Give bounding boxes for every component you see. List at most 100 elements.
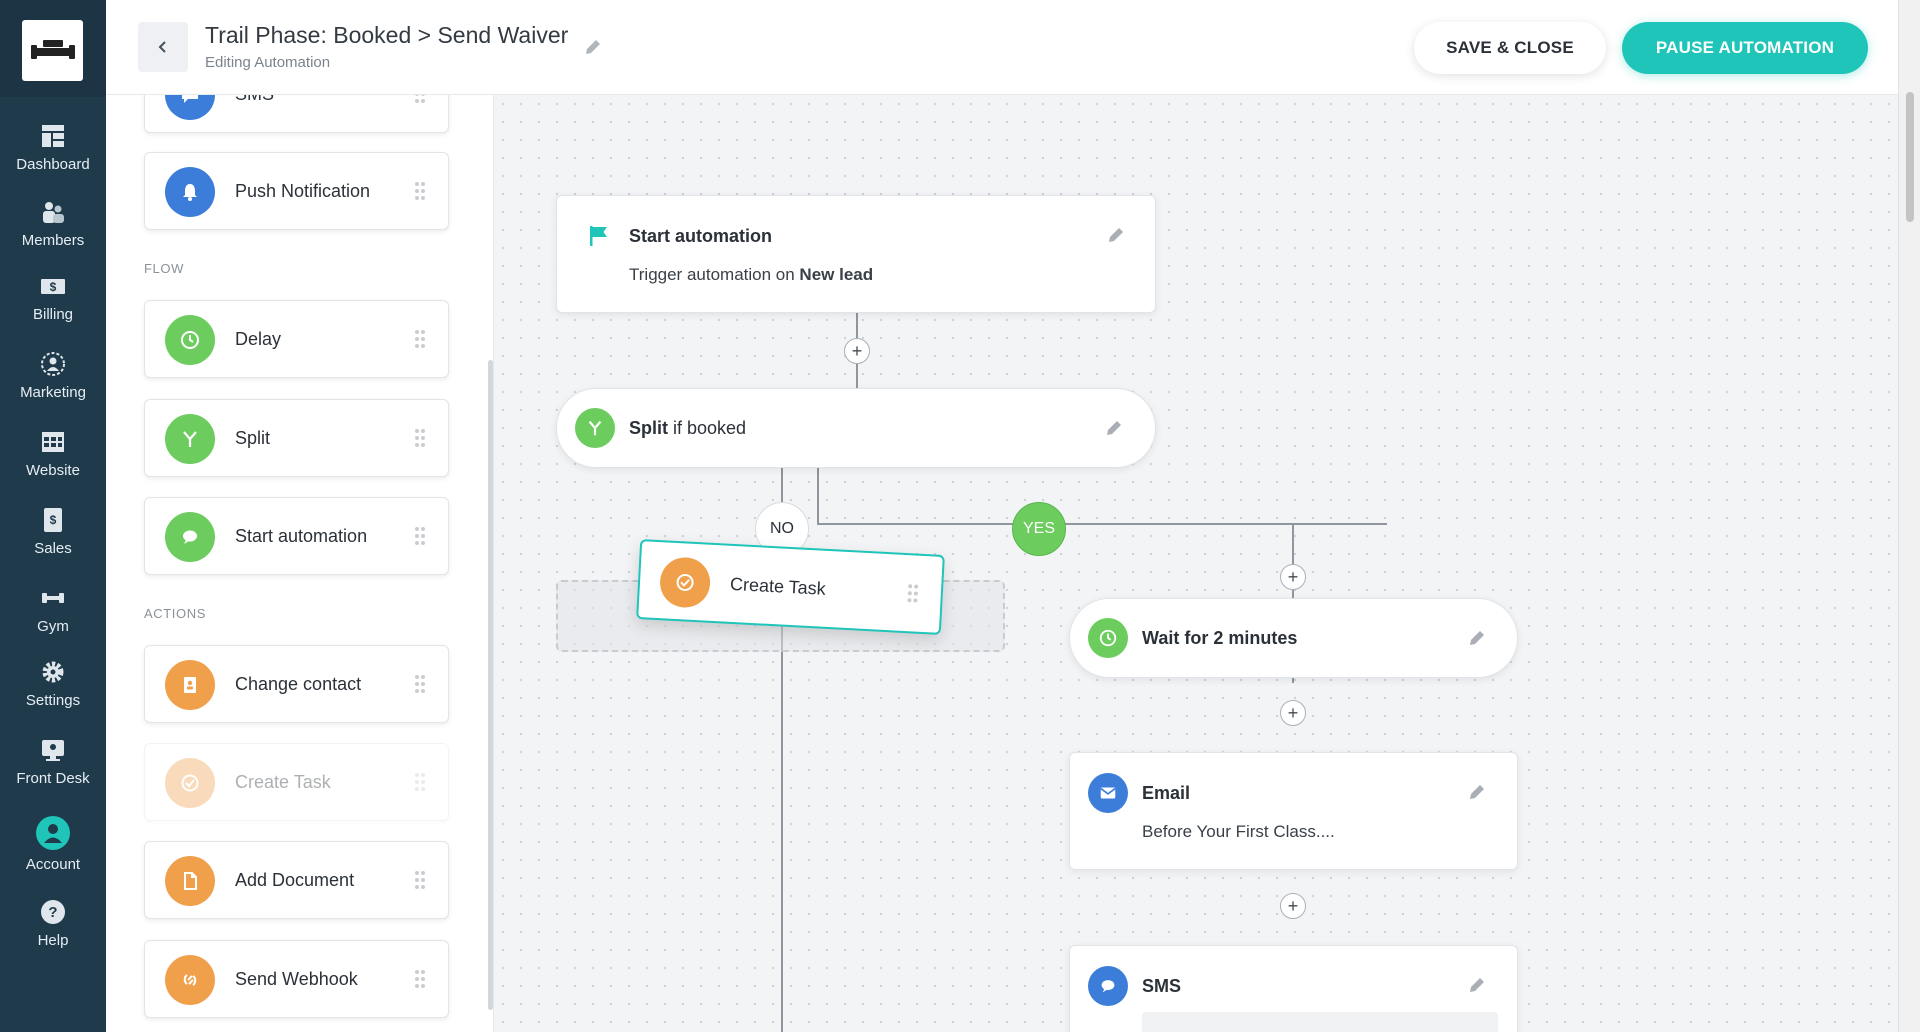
account-icon bbox=[36, 816, 70, 850]
palette-item-split[interactable]: Split bbox=[144, 399, 449, 477]
nav-label: Help bbox=[37, 932, 69, 949]
drag-handle-icon[interactable] bbox=[414, 969, 426, 989]
split-node-title: Split if booked bbox=[629, 418, 746, 439]
sms-icon bbox=[1088, 966, 1128, 1006]
sms-preview-placeholder bbox=[1142, 1012, 1498, 1032]
pause-automation-button[interactable]: PAUSE AUTOMATION bbox=[1622, 22, 1868, 74]
task-icon bbox=[165, 758, 215, 808]
nav-label: Marketing bbox=[20, 384, 86, 401]
palette-item-add-document[interactable]: Add Document bbox=[144, 841, 449, 919]
drag-handle-icon[interactable] bbox=[906, 583, 919, 604]
palette-item-delay[interactable]: Delay bbox=[144, 300, 449, 378]
nav-label: Gym bbox=[37, 618, 69, 635]
svg-text:?: ? bbox=[48, 904, 57, 921]
nav-item-dashboard[interactable]: Dashboard bbox=[0, 122, 106, 173]
dragging-create-task-card[interactable]: Create Task bbox=[636, 539, 945, 635]
add-step-button[interactable]: + bbox=[1280, 700, 1306, 726]
gym-logo[interactable] bbox=[22, 20, 83, 81]
nav-item-settings[interactable]: Settings bbox=[0, 658, 106, 709]
palette-item-sms[interactable]: SMS bbox=[144, 95, 449, 133]
automation-canvas[interactable]: Start automation Trigger automation on N… bbox=[494, 95, 1898, 1032]
drag-handle-icon[interactable] bbox=[414, 95, 426, 104]
nav-item-marketing[interactable]: Marketing bbox=[0, 350, 106, 401]
palette-item-start-automation[interactable]: Start automation bbox=[144, 497, 449, 575]
dragging-card-label: Create Task bbox=[729, 573, 827, 599]
front-desk-icon bbox=[42, 740, 64, 761]
start-node-trigger-value: New lead bbox=[799, 265, 874, 284]
branch-yes-badge[interactable]: YES bbox=[1012, 502, 1066, 556]
nav-label: Settings bbox=[25, 692, 81, 709]
drag-handle-icon[interactable] bbox=[414, 526, 426, 546]
drag-handle-icon[interactable] bbox=[414, 674, 426, 694]
email-node-title: Email bbox=[1142, 783, 1191, 803]
sms-node[interactable]: SMS bbox=[1069, 945, 1518, 1032]
page-subtitle: Editing Automation bbox=[205, 54, 331, 71]
edit-pencil-icon[interactable] bbox=[1466, 974, 1488, 996]
email-node-subtitle: Before Your First Class.... bbox=[1142, 822, 1335, 841]
start-node-subtitle: Trigger automation on New lead bbox=[629, 265, 873, 285]
flow-section-heading: FLOW bbox=[144, 261, 184, 276]
edit-pencil-icon[interactable] bbox=[1466, 627, 1488, 649]
nav-label: Members bbox=[21, 232, 85, 249]
help-icon: ? bbox=[41, 900, 65, 924]
email-node[interactable]: Email Before Your First Class.... bbox=[1069, 752, 1518, 870]
save-close-button[interactable]: SAVE & CLOSE bbox=[1414, 22, 1606, 74]
nav-item-front-desk[interactable]: Front Desk bbox=[0, 736, 106, 787]
back-button[interactable] bbox=[138, 22, 188, 72]
add-step-button[interactable]: + bbox=[1280, 893, 1306, 919]
website-icon bbox=[42, 432, 64, 452]
start-node-title: Start automation bbox=[629, 226, 773, 246]
split-node-condition: if booked bbox=[673, 418, 747, 438]
nav-label: Front Desk bbox=[16, 770, 90, 787]
edit-pencil-icon[interactable] bbox=[1105, 224, 1127, 246]
page-header: Trail Phase: Booked > Send Waiver Editin… bbox=[106, 0, 1898, 95]
split-icon bbox=[165, 414, 215, 464]
palette-item-label: Delay bbox=[235, 329, 282, 349]
nav-item-account[interactable]: Account bbox=[0, 816, 106, 873]
nav-item-website[interactable]: Website bbox=[0, 428, 106, 479]
svg-text:$: $ bbox=[50, 513, 57, 527]
drag-handle-icon[interactable] bbox=[414, 428, 426, 448]
nav-item-gym[interactable]: Gym bbox=[0, 584, 106, 635]
window-scrollbar[interactable] bbox=[1898, 0, 1920, 1032]
palette-item-label: Split bbox=[235, 428, 271, 448]
palette-item-create-task[interactable]: Create Task bbox=[144, 743, 449, 821]
nav-label: Sales bbox=[34, 540, 72, 557]
nav-item-billing[interactable]: $ Billing bbox=[0, 272, 106, 323]
palette-scrollbar[interactable] bbox=[488, 360, 493, 1010]
start-node-trigger-prefix: Trigger automation on bbox=[629, 265, 795, 284]
start-automation-node[interactable]: Start automation Trigger automation on N… bbox=[556, 195, 1156, 313]
wait-node[interactable]: Wait for 2 minutes bbox=[1069, 598, 1518, 678]
sms-icon bbox=[165, 95, 215, 120]
drag-handle-icon[interactable] bbox=[414, 870, 426, 890]
connector-line bbox=[817, 467, 819, 525]
scrollbar-thumb[interactable] bbox=[1906, 92, 1914, 222]
palette-item-label: Change contact bbox=[235, 674, 362, 694]
palette-item-label: Start automation bbox=[235, 526, 368, 546]
edit-pencil-icon[interactable] bbox=[1466, 781, 1488, 803]
nav-item-members[interactable]: Members bbox=[0, 198, 106, 249]
palette-item-send-webhook[interactable]: Send Webhook bbox=[144, 940, 449, 1018]
drag-handle-icon[interactable] bbox=[414, 181, 426, 201]
drag-handle-icon[interactable] bbox=[414, 329, 426, 349]
step-palette: SMS Push Notification FLOW Delay Split S… bbox=[106, 95, 494, 1032]
document-icon bbox=[165, 856, 215, 906]
drag-handle-icon[interactable] bbox=[414, 772, 426, 792]
edit-title-icon[interactable] bbox=[582, 36, 604, 58]
webhook-icon bbox=[165, 955, 215, 1005]
nav-label: Website bbox=[26, 462, 80, 479]
nav-item-help[interactable]: ? Help bbox=[0, 898, 106, 949]
palette-item-label: Push Notification bbox=[235, 181, 371, 201]
palette-item-change-contact[interactable]: Change contact bbox=[144, 645, 449, 723]
palette-item-label: SMS bbox=[235, 95, 274, 105]
palette-item-push-notification[interactable]: Push Notification bbox=[144, 152, 449, 230]
split-node[interactable]: Split if booked bbox=[556, 388, 1156, 468]
wait-node-title: Wait for 2 minutes bbox=[1142, 628, 1298, 648]
chat-icon bbox=[165, 512, 215, 562]
split-icon bbox=[575, 408, 615, 448]
add-step-button[interactable]: + bbox=[1280, 564, 1306, 590]
add-step-button[interactable]: + bbox=[844, 338, 870, 364]
edit-pencil-icon[interactable] bbox=[1103, 417, 1125, 439]
members-icon bbox=[43, 202, 64, 223]
nav-item-sales[interactable]: $ Sales bbox=[0, 506, 106, 557]
